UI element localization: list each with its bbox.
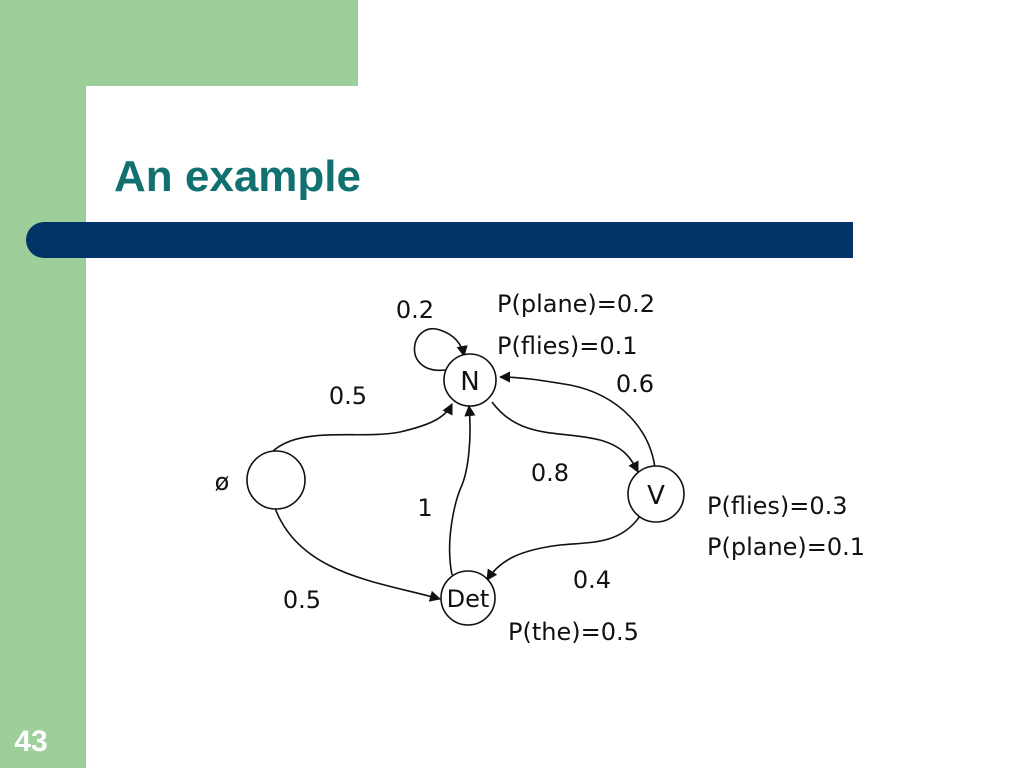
content-corner — [86, 86, 206, 206]
title-underline-bar — [26, 222, 853, 258]
edge-V-N-prob: 0.6 — [616, 370, 654, 398]
edge-Det-N — [448, 404, 476, 576]
sidebar-top-band — [0, 0, 358, 86]
slide-number: 43 — [14, 725, 48, 758]
node-Det — [440, 570, 496, 626]
edge-V-Det-prob: 0.4 — [573, 566, 611, 594]
edge-start-Det — [274, 507, 442, 602]
edge-start-N-prob: 0.5 — [329, 382, 367, 410]
node-N — [443, 353, 497, 407]
slide-title: An example — [114, 152, 361, 201]
edge-Det-N-prob: 1 — [417, 494, 432, 522]
node-N-label: N — [460, 367, 479, 397]
node-V-label: V — [647, 481, 665, 511]
node-start — [246, 450, 306, 510]
edge-N-V-prob: 0.8 — [531, 459, 569, 487]
edge-V-Det — [486, 515, 641, 581]
N-emission-2: P(flies)=0.1 — [497, 332, 638, 360]
edge-N-V — [491, 401, 639, 474]
node-start-side-label: ø — [215, 468, 230, 496]
edge-N-N-prob: 0.2 — [396, 296, 434, 324]
edge-start-Det-prob: 0.5 — [283, 586, 321, 614]
V-emission-1: P(flies)=0.3 — [707, 492, 848, 520]
Det-emission-1: P(the)=0.5 — [508, 618, 639, 646]
edge-V-N — [498, 371, 656, 469]
sidebar-left-band — [0, 86, 86, 768]
edge-N-N — [413, 327, 468, 371]
V-emission-2: P(plane)=0.1 — [707, 533, 865, 561]
node-Det-label: Det — [447, 585, 490, 613]
N-emission-1: P(plane)=0.2 — [497, 290, 655, 318]
edge-start-N — [271, 402, 453, 453]
node-V — [627, 465, 685, 523]
